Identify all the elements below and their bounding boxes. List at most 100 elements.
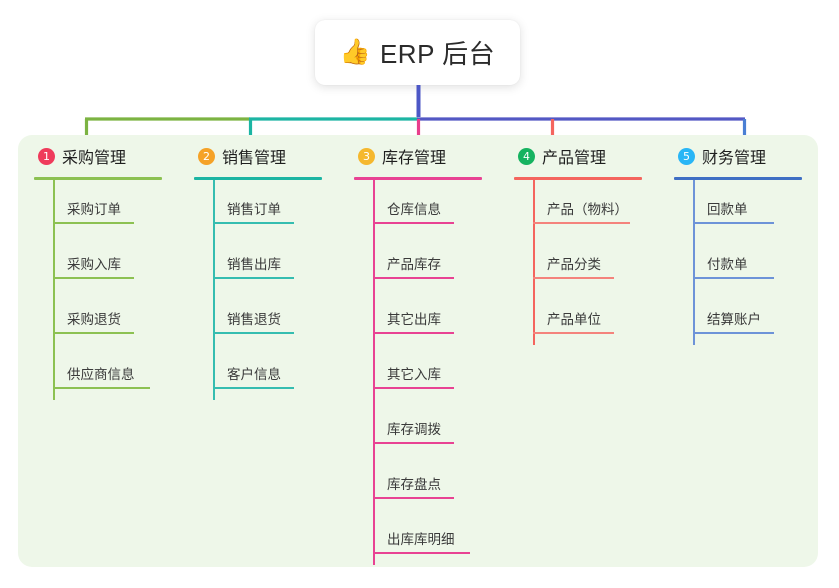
list-item[interactable]: 产品库存 [373, 235, 498, 290]
branch-header-2[interactable]: 2 销售管理 [192, 135, 338, 177]
list-item[interactable]: 客户信息 [213, 345, 338, 400]
leaf-underline [533, 222, 630, 224]
list-item[interactable]: 采购入库 [53, 235, 178, 290]
leaf-underline [693, 277, 774, 279]
branch-badge-3: 3 [358, 147, 375, 165]
branch-leaf-list-5: 回款单 付款单 结算账户 [693, 180, 818, 345]
leaf-label: 其它出库 [387, 312, 441, 327]
branch-title-1: 采购管理 [62, 150, 127, 167]
leaf-underline [373, 222, 454, 224]
leaf-label: 销售出库 [227, 257, 281, 272]
branch-spine-3 [373, 180, 375, 565]
list-item[interactable]: 其它出库 [373, 290, 498, 345]
root-node-card[interactable]: 👍 ERP 后台 [315, 20, 520, 85]
branch-spine-4 [533, 180, 535, 345]
list-item[interactable]: 采购订单 [53, 180, 178, 235]
root-node-title: ERP 后台 [379, 39, 496, 69]
leaf-label: 付款单 [707, 257, 748, 272]
leaf-underline [373, 277, 454, 279]
list-item[interactable]: 销售订单 [213, 180, 338, 235]
branch-badge-1: 1 [38, 147, 55, 165]
branch-column-1: 1 采购管理 采购订单 采购入库 采购退货 供应商信 [18, 135, 178, 567]
leaf-underline [533, 332, 614, 334]
leaf-label: 出库库明细 [387, 532, 455, 547]
branch-badge-4: 4 [518, 147, 535, 165]
leaf-label: 供应商信息 [67, 367, 135, 382]
list-item[interactable]: 结算账户 [693, 290, 818, 345]
leaf-underline [373, 332, 454, 334]
leaf-underline [373, 552, 470, 554]
branch-column-5: 5 财务管理 回款单 付款单 结算账户 [658, 135, 818, 567]
branch-rule-3 [354, 177, 482, 180]
thumbs-up-icon: 👍 [339, 38, 371, 66]
leaf-label: 产品库存 [387, 257, 441, 272]
list-item[interactable]: 回款单 [693, 180, 818, 235]
leaf-underline [53, 222, 134, 224]
content-panel [18, 135, 818, 567]
leaf-label: 客户信息 [227, 367, 281, 382]
branch-rule-2 [194, 177, 322, 180]
branch-spine-1 [53, 180, 55, 400]
leaf-label: 其它入库 [387, 367, 441, 382]
list-item[interactable]: 库存调拨 [373, 400, 498, 455]
leaf-label: 销售退货 [227, 312, 281, 327]
leaf-underline [533, 277, 614, 279]
leaf-underline [693, 222, 774, 224]
branch-rule-1 [34, 177, 162, 180]
leaf-underline [53, 277, 134, 279]
branch-leaf-list-1: 采购订单 采购入库 采购退货 供应商信息 [53, 180, 178, 400]
leaf-label: 采购订单 [67, 202, 121, 217]
branch-spine-2 [213, 180, 215, 400]
list-item[interactable]: 其它入库 [373, 345, 498, 400]
leaf-label: 销售订单 [227, 202, 281, 217]
branch-leaf-list-3: 仓库信息 产品库存 其它出库 其它入库 库存调拨 [373, 180, 498, 565]
leaf-label: 回款单 [707, 202, 748, 217]
leaf-underline [693, 332, 774, 334]
leaf-underline [213, 332, 294, 334]
branch-header-4[interactable]: 4 产品管理 [512, 135, 658, 177]
branch-header-5[interactable]: 5 财务管理 [672, 135, 818, 177]
leaf-label: 产品分类 [547, 257, 601, 272]
branch-column-2: 2 销售管理 销售订单 销售出库 销售退货 客户信息 [178, 135, 338, 567]
branch-spine-5 [693, 180, 695, 345]
leaf-underline [53, 387, 150, 389]
branch-rule-5 [674, 177, 802, 180]
leaf-underline [213, 222, 294, 224]
leaf-underline [213, 277, 294, 279]
branch-header-3[interactable]: 3 库存管理 [352, 135, 498, 177]
list-item[interactable]: 产品分类 [533, 235, 658, 290]
leaf-label: 产品单位 [547, 312, 601, 327]
branch-columns: 1 采购管理 采购订单 采购入库 采购退货 供应商信 [18, 135, 818, 567]
list-item[interactable]: 供应商信息 [53, 345, 178, 400]
list-item[interactable]: 产品单位 [533, 290, 658, 345]
branch-header-1[interactable]: 1 采购管理 [32, 135, 178, 177]
leaf-label: 仓库信息 [387, 202, 441, 217]
branch-title-5: 财务管理 [702, 150, 767, 167]
list-item[interactable]: 库存盘点 [373, 455, 498, 510]
list-item[interactable]: 采购退货 [53, 290, 178, 345]
leaf-underline [53, 332, 134, 334]
branch-column-4: 4 产品管理 产品（物料） 产品分类 产品单位 [498, 135, 658, 567]
leaf-label: 产品（物料） [547, 202, 628, 217]
list-item[interactable]: 出库库明细 [373, 510, 498, 565]
leaf-label: 结算账户 [707, 312, 761, 327]
leaf-label: 采购入库 [67, 257, 121, 272]
branch-badge-2: 2 [198, 147, 215, 165]
branch-leaf-list-4: 产品（物料） 产品分类 产品单位 [533, 180, 658, 345]
branch-badge-5: 5 [678, 147, 695, 165]
branch-title-4: 产品管理 [542, 150, 607, 167]
list-item[interactable]: 付款单 [693, 235, 818, 290]
leaf-label: 库存调拨 [387, 422, 441, 437]
list-item[interactable]: 仓库信息 [373, 180, 498, 235]
branch-leaf-list-2: 销售订单 销售出库 销售退货 客户信息 [213, 180, 338, 400]
list-item[interactable]: 产品（物料） [533, 180, 658, 235]
list-item[interactable]: 销售出库 [213, 235, 338, 290]
branch-title-3: 库存管理 [382, 150, 447, 167]
leaf-underline [373, 497, 454, 499]
leaf-underline [373, 442, 454, 444]
leaf-underline [213, 387, 294, 389]
leaf-label: 采购退货 [67, 312, 121, 327]
list-item[interactable]: 销售退货 [213, 290, 338, 345]
branch-title-2: 销售管理 [222, 150, 287, 167]
